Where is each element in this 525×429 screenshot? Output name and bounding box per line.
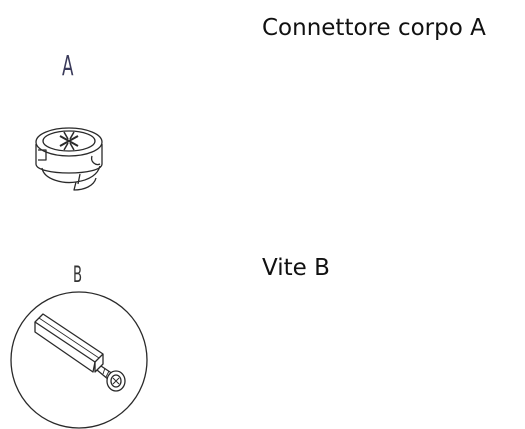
part-a-letter: A [62,49,74,82]
part-a-caption: Connettore corpo A [262,15,486,41]
part-b-caption: Vite B [262,255,330,281]
part-b-letter: B [73,263,83,288]
screw-bolt-drawing [10,291,148,429]
cam-connector-drawing [35,127,103,191]
